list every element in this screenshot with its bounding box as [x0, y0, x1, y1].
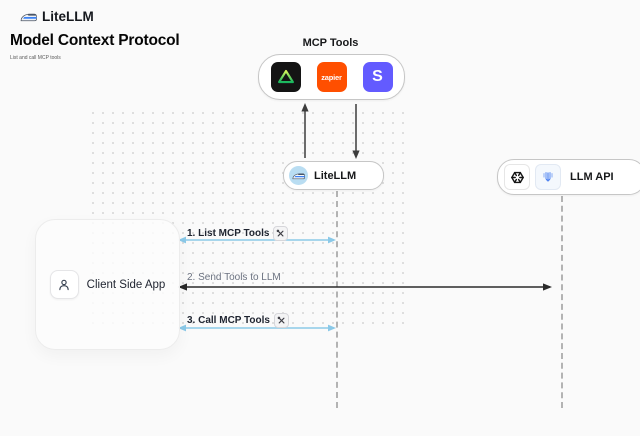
stripe-icon[interactable]: S [362, 62, 393, 92]
triangle-tool-icon[interactable] [270, 62, 301, 92]
client-side-app-node[interactable]: Client Side App [35, 219, 180, 350]
mcp-tools-label: MCP Tools [302, 37, 359, 49]
llm-api-lifeline [561, 196, 563, 408]
person-icon [49, 270, 79, 299]
tools-icon [273, 313, 289, 328]
arrow-up-litellm-to-mcp [301, 103, 309, 158]
litellm-lifeline [336, 191, 338, 408]
zapier-icon[interactable]: zapier [316, 62, 347, 92]
llm-api-node-label: LLM API [570, 171, 614, 183]
client-side-app-label: Client Side App [86, 278, 166, 291]
llm-provider-icon [535, 164, 561, 190]
step-3-arrow [178, 324, 336, 332]
step-1-arrow [178, 236, 336, 244]
openai-icon [504, 164, 530, 190]
app-logo-text: LiteLLM [42, 9, 94, 24]
step-2-arrow [178, 283, 552, 291]
page-subtitle: List and call MCP tools [10, 55, 61, 61]
step-3-label: 3. Call MCP Tools [187, 313, 289, 328]
page-title: Model Context Protocol [10, 32, 180, 49]
mcp-tools-node[interactable]: zapier S [258, 54, 405, 100]
app-logo: LiteLLM [20, 9, 94, 24]
arrow-down-mcp-to-litellm [352, 104, 360, 159]
litellm-node-label: LiteLLM [314, 169, 357, 182]
train-icon [20, 10, 37, 24]
tools-icon [273, 226, 289, 241]
llm-api-node[interactable]: LLM API [497, 159, 640, 195]
step-2-label: 2. Send Tools to LLM [187, 272, 281, 283]
step-1-label: 1. List MCP Tools [187, 226, 289, 241]
train-icon [289, 166, 308, 185]
litellm-node[interactable]: LiteLLM [283, 161, 384, 190]
